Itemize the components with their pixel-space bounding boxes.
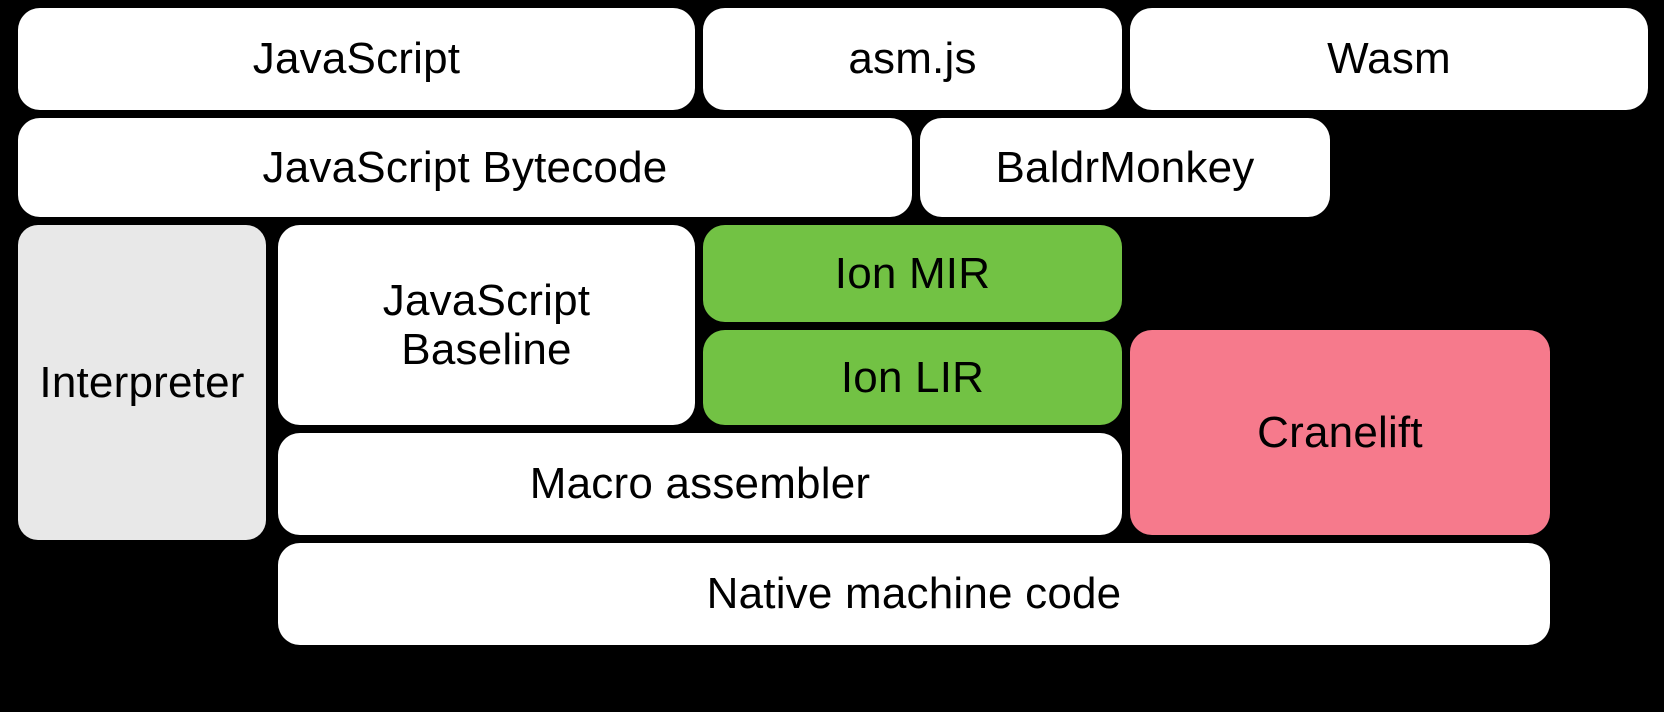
node-native-machine-code[interactable]: Native machine code [278,543,1550,645]
node-ion-mir[interactable]: Ion MIR [703,225,1122,322]
node-javascript[interactable]: JavaScript [18,8,695,110]
node-wasm[interactable]: Wasm [1130,8,1648,110]
node-javascript-baseline[interactable]: JavaScript Baseline [278,225,695,425]
node-macro-assembler[interactable]: Macro assembler [278,433,1122,535]
node-interpreter[interactable]: Interpreter [18,225,266,540]
node-cranelift[interactable]: Cranelift [1130,330,1550,535]
node-ion-lir[interactable]: Ion LIR [703,330,1122,425]
node-javascript-bytecode[interactable]: JavaScript Bytecode [18,118,912,217]
node-asm-js[interactable]: asm.js [703,8,1122,110]
node-baldrmonkey[interactable]: BaldrMonkey [920,118,1330,217]
